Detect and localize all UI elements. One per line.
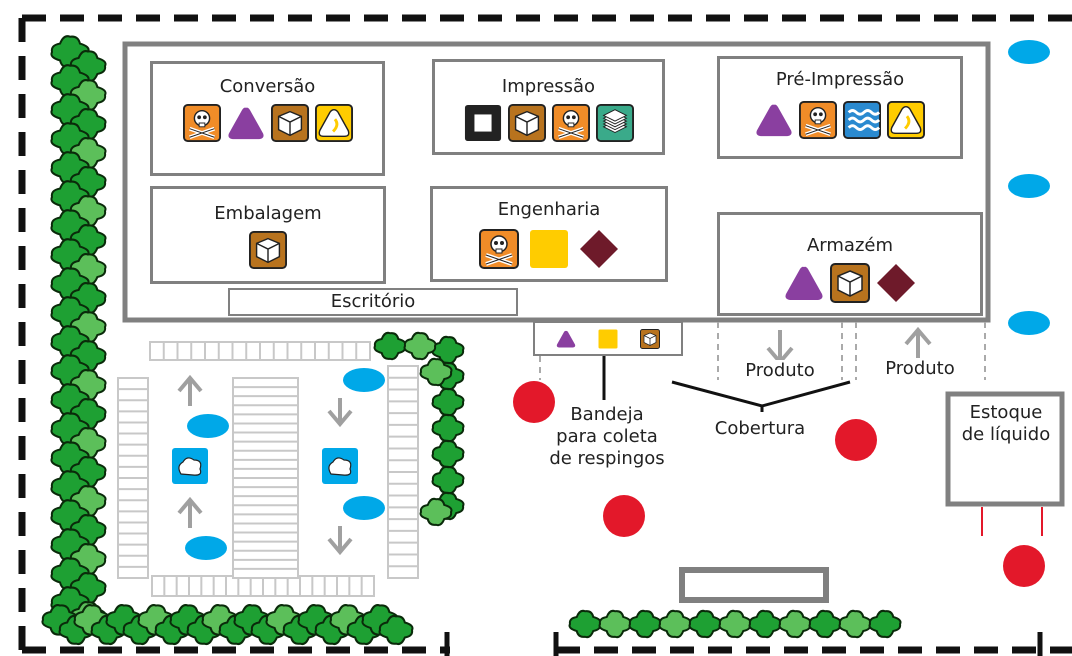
arrow-up-parking-1 (177, 374, 203, 406)
package-icon (640, 329, 660, 349)
hedge-bush (658, 609, 692, 639)
hedge-bush (868, 609, 902, 639)
red-point-icon (513, 381, 555, 423)
hedge-bush (568, 609, 602, 639)
hedge-bush (748, 609, 782, 639)
label-produto-out: Produto (728, 360, 832, 382)
red-point-icon (1003, 545, 1045, 587)
package-icon (830, 263, 870, 303)
dept-impressao-label: Impressão (501, 76, 596, 97)
dept-escritorio: Escritório (228, 288, 518, 316)
dept-conversao: Conversão (150, 61, 385, 176)
yellow-square-icon (530, 230, 568, 268)
dept-engenharia: Engenharia (430, 186, 668, 282)
hedge-bush (628, 609, 662, 639)
vehicle-icon (172, 448, 208, 484)
package-icon (270, 104, 309, 142)
liquid-storage (945, 391, 1065, 507)
package-icon (249, 231, 287, 269)
label-estoque: Estoque de líquido (961, 402, 1051, 445)
corrosive-diamond-icon (580, 230, 618, 268)
flammable-icon (227, 107, 264, 140)
toxic-icon (182, 104, 221, 142)
hedge-bush (378, 614, 414, 646)
hedge-bush (778, 609, 812, 639)
property-boundary (18, 14, 1072, 656)
oxidizer-icon (314, 104, 353, 142)
parking-col-right (387, 365, 419, 579)
dept-impressao: Impressão (432, 59, 665, 155)
dept-conversao-label: Conversão (219, 76, 316, 97)
hedge-bush (431, 439, 465, 469)
dept-escritorio-label: Escritório (330, 291, 416, 312)
arrow-down-parking-1 (327, 398, 353, 428)
drum-icon (1008, 174, 1050, 198)
dept-pre-impressao-label: Pré-Impressão (775, 69, 905, 90)
parking-lot (117, 341, 419, 597)
dept-pre-impressao: Pré-Impressão (717, 56, 963, 159)
drum-icon (1008, 40, 1050, 64)
hedges (41, 35, 902, 646)
toxic-icon (479, 229, 519, 269)
parking-col-left (117, 377, 149, 579)
label-bandeja: Bandeja para coleta de respingos (549, 404, 665, 469)
gate-structure (679, 567, 829, 603)
hedge-bush (598, 609, 632, 639)
dept-armazem-label: Armazém (806, 235, 894, 256)
drum-icon (1008, 311, 1050, 335)
dept-engenharia-label: Engenharia (497, 199, 601, 220)
package-icon (507, 104, 546, 142)
arrow-up-product-in (904, 326, 932, 362)
dept-armazem: Armazém (717, 212, 983, 316)
water-hazard-icon (843, 101, 881, 139)
hedge-bush (419, 357, 453, 387)
hedge-bush (419, 497, 453, 527)
cover-area (539, 322, 986, 412)
red-point-icon (603, 495, 645, 537)
hedge-bush (688, 609, 722, 639)
paper-stack-icon (595, 104, 634, 142)
flammable-icon (756, 104, 792, 137)
red-point-icon (835, 419, 877, 461)
dept-embalagem-label: Embalagem (214, 203, 322, 224)
hedge-bush (431, 413, 465, 443)
arrow-up-parking-2 (177, 496, 203, 528)
toxic-icon (799, 101, 837, 139)
corrosive-diamond-icon (877, 264, 915, 302)
dept-embalagem: Embalagem (150, 186, 386, 284)
hedge-bush (431, 465, 465, 495)
hedge-bush (808, 609, 842, 639)
hedge-bush (373, 331, 407, 361)
hedge-bush (838, 609, 872, 639)
hedge-bush (431, 387, 465, 417)
drum-icon (185, 536, 227, 560)
arrow-down-product-out (766, 330, 794, 366)
drum-icon (187, 414, 229, 438)
spill-tray (533, 321, 683, 356)
arrow-down-parking-2 (327, 526, 353, 556)
vehicle-icon (322, 448, 358, 484)
parking-row-bottom (151, 575, 375, 597)
hedge-bush (718, 609, 752, 639)
oxidizer-icon (887, 101, 925, 139)
label-cobertura: Cobertura (714, 418, 806, 439)
flammable-icon (556, 330, 576, 348)
drum-icon (343, 368, 385, 392)
label-produto-in: Produto (870, 358, 970, 380)
hedge-bush (403, 331, 437, 361)
drum-icon (343, 496, 385, 520)
yellow-square-icon (598, 329, 618, 349)
ink-icon (464, 104, 501, 142)
parking-row-top (149, 341, 371, 361)
parking-col-center (232, 377, 299, 579)
flammable-icon (785, 266, 823, 300)
toxic-icon (551, 104, 590, 142)
